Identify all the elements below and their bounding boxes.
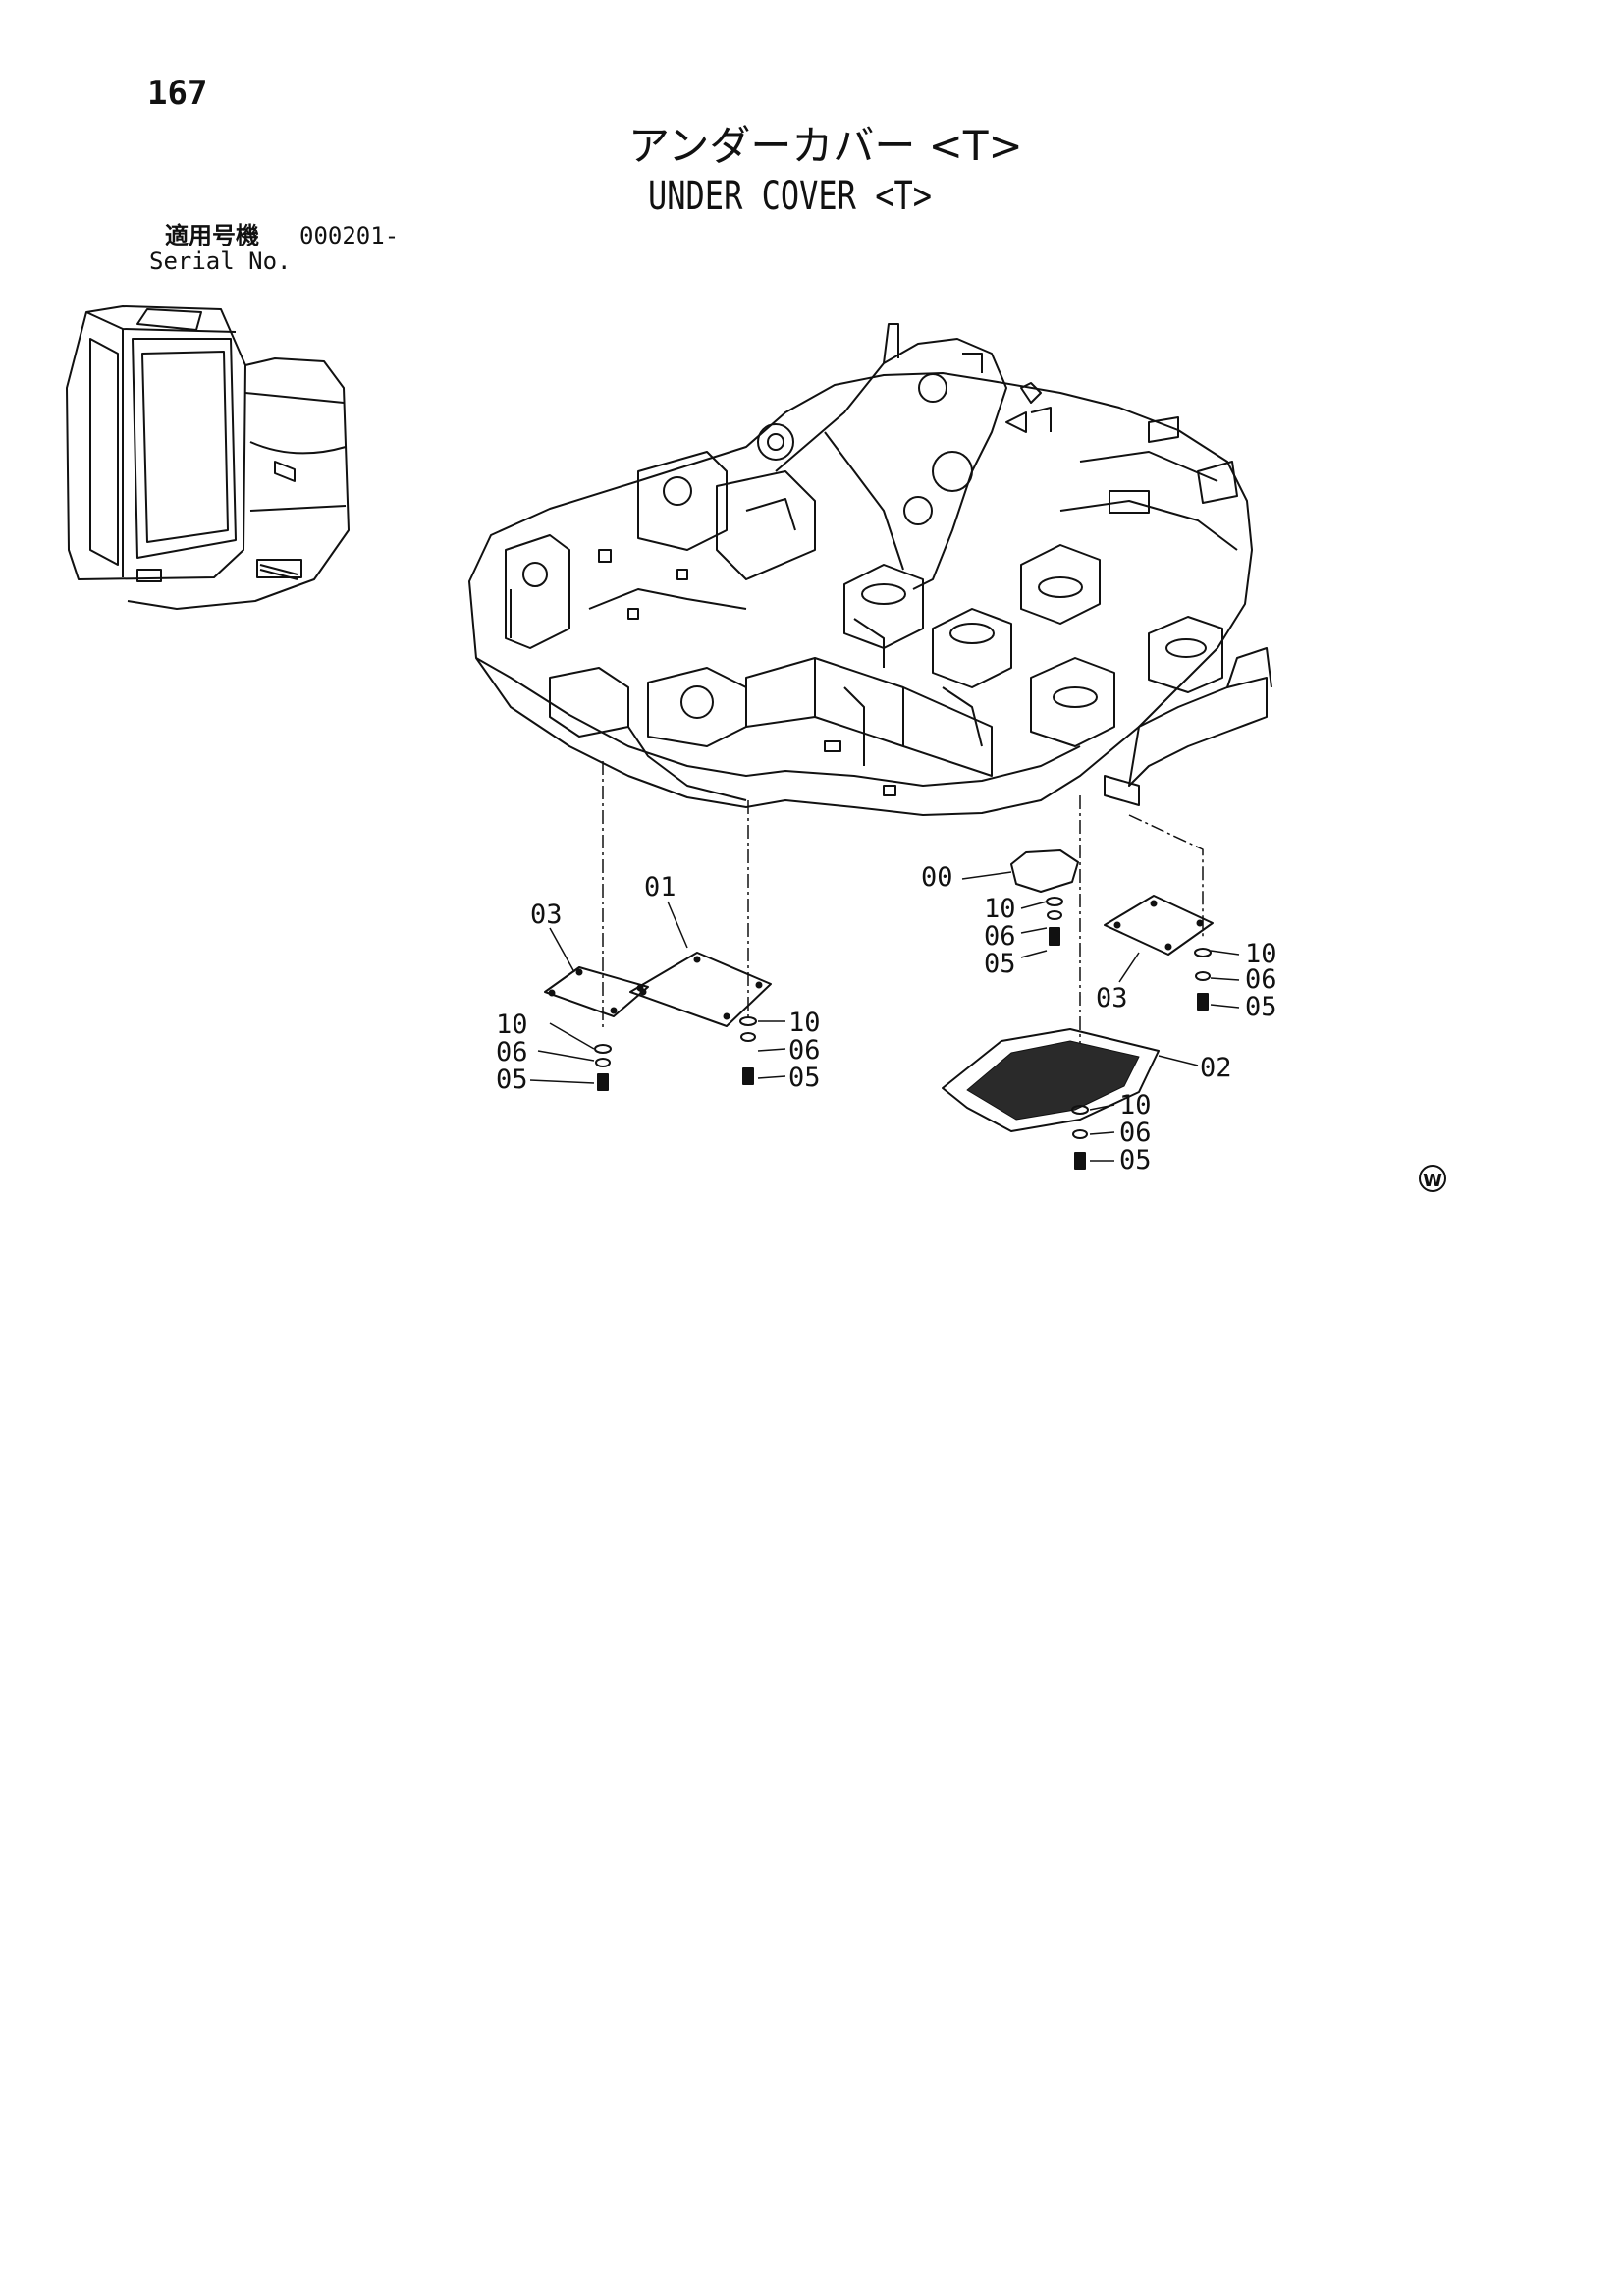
label-06-left: 06 — [496, 1037, 528, 1067]
machine-thumbnail — [66, 305, 350, 610]
label-05-left: 05 — [496, 1065, 528, 1095]
exploded-parts-diagram: 00 01 02 03 03 10 06 05 10 06 05 10 06 0… — [66, 305, 1446, 1192]
label-03-left: 03 — [530, 900, 563, 930]
label-05-bottom: 05 — [1119, 1145, 1152, 1175]
assembly-leader-lines — [602, 761, 1204, 1090]
part-02-perforated-cover — [942, 1028, 1199, 1132]
label-10-left: 10 — [496, 1010, 528, 1040]
w-mark-letter: W — [1423, 1171, 1442, 1191]
label-06-center: 06 — [984, 921, 1016, 952]
label-05-center: 05 — [984, 949, 1016, 979]
label-10-midleft: 10 — [788, 1008, 821, 1038]
label-10-bottom: 10 — [1119, 1090, 1152, 1121]
part-number-labels: 00 01 02 03 03 10 06 05 10 06 05 10 06 0… — [496, 862, 1442, 1191]
part-03-left-cover — [544, 927, 649, 1017]
label-10-center: 10 — [984, 894, 1016, 924]
part-01-cover — [629, 901, 772, 1027]
hardware-stacks — [594, 897, 1212, 1170]
label-10-right: 10 — [1245, 939, 1277, 969]
label-06-midleft: 06 — [788, 1035, 821, 1066]
serial-label-english: Serial No. — [149, 247, 292, 275]
label-06-right: 06 — [1245, 964, 1277, 995]
page-title-japanese: アンダーカバー <T> — [628, 122, 1023, 170]
label-00: 00 — [921, 862, 953, 893]
label-03-right: 03 — [1096, 983, 1128, 1013]
serial-label-japanese: 適用号機 — [165, 222, 259, 249]
page-title-english: UNDER COVER <T> — [648, 174, 932, 219]
page-number: 167 — [147, 74, 208, 113]
label-06-bottom: 06 — [1119, 1118, 1152, 1148]
label-02: 02 — [1200, 1053, 1232, 1083]
part-03-right-cover — [1104, 895, 1214, 983]
part-00-plate — [1010, 849, 1079, 893]
w-mark-circle — [1419, 1165, 1446, 1192]
hardware-leader-lines — [529, 901, 1240, 1162]
label-05-midleft: 05 — [788, 1063, 821, 1093]
serial-number-value: 000201- — [299, 222, 400, 249]
label-01: 01 — [644, 872, 676, 902]
label-05-right: 05 — [1245, 992, 1277, 1022]
upper-frame — [468, 323, 1272, 816]
